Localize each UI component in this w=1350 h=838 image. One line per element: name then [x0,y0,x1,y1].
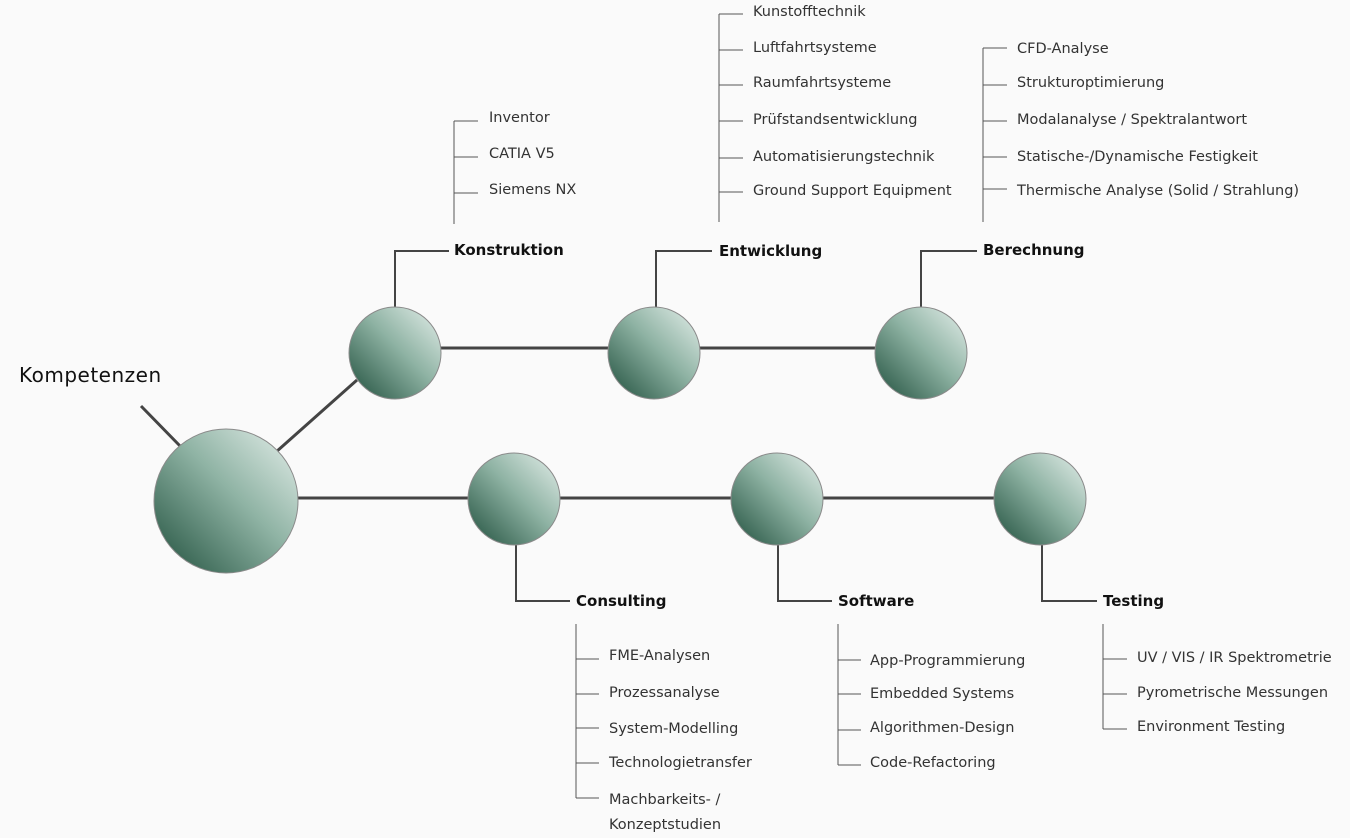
list-item: Statische-/Dynamische Festigkeit [1017,149,1258,165]
list-item: Siemens NX [489,182,576,198]
list-item: Automatisierungstechnik [753,149,935,165]
list-item: Embedded Systems [870,686,1014,702]
list-item: Inventor [489,110,550,126]
list-item: CFD-Analyse [1017,41,1109,57]
node-berechnung[interactable] [874,306,968,400]
list-item: Prüfstandsentwicklung [753,112,917,128]
node-testing[interactable] [993,452,1087,546]
node-consulting[interactable] [467,452,561,546]
list-item: UV / VIS / IR Spektrometrie [1137,650,1332,666]
list-item: FME-Analysen [609,648,710,664]
category-label-testing[interactable]: Testing [1103,592,1164,610]
category-label-software[interactable]: Software [838,592,914,610]
list-item: Environment Testing [1137,719,1285,735]
list-item: Code-Refactoring [870,755,996,771]
list-item: System-Modelling [609,721,738,737]
branch-testing [1041,545,1097,602]
connector-root-title [139,404,184,450]
connector-root-konstruktion [275,378,358,454]
list-item: App-Programmierung [870,653,1025,669]
branch-consulting [515,545,570,602]
root-node [153,428,299,574]
branch-software [777,545,832,602]
category-label-entwicklung[interactable]: Entwicklung [719,242,822,260]
list-item: Algorithmen-Design [870,720,1014,736]
list-item: Modalanalyse / Spektralantwort [1017,112,1247,128]
list-item: Luftfahrtsysteme [753,40,877,56]
category-label-konstruktion[interactable]: Konstruktion [454,241,564,259]
branch-konstruktion [394,250,449,308]
list-item: Pyrometrische Messungen [1137,685,1328,701]
list-item: CATIA V5 [489,146,555,162]
diagram-title: Kompetenzen [19,363,162,387]
node-software[interactable] [730,452,824,546]
branch-berechnung [920,250,977,308]
list-item: Kunstofftechnik [753,4,866,20]
category-label-consulting[interactable]: Consulting [576,592,666,610]
list-item: Konzeptstudien [609,817,721,833]
node-konstruktion[interactable] [348,306,442,400]
list-item: Raumfahrtsysteme [753,75,891,91]
list-item: Prozessanalyse [609,685,720,701]
list-item: Technologietransfer [608,755,752,771]
list-item: Ground Support Equipment [753,183,952,199]
branch-entwicklung [655,250,712,308]
list-item: Strukturoptimierung [1017,75,1164,91]
node-entwicklung[interactable] [607,306,701,400]
list-item: Thermische Analyse (Solid / Strahlung) [1016,183,1299,199]
list-item: Machbarkeits- / [609,792,721,808]
category-label-berechnung[interactable]: Berechnung [983,241,1085,259]
